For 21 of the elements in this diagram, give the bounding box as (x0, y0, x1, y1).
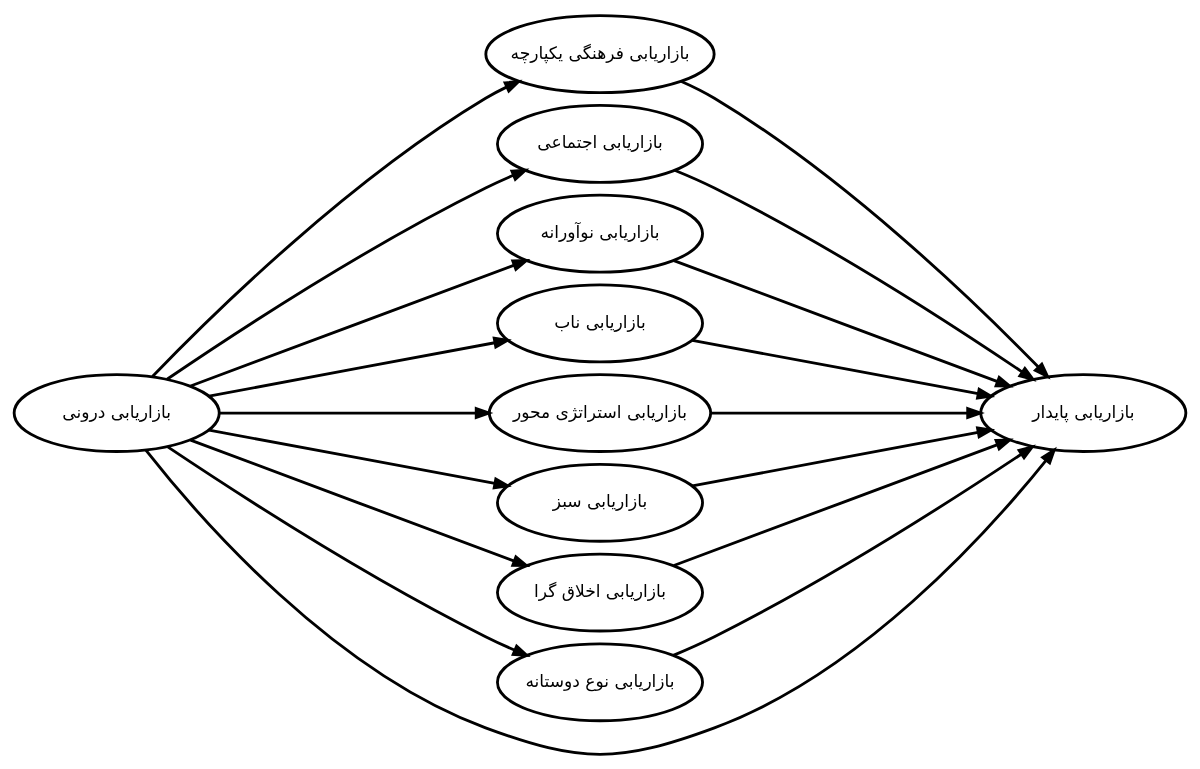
arrow (692, 338, 996, 400)
arrow (166, 168, 530, 380)
arrow (674, 168, 1037, 382)
arrow (208, 428, 512, 490)
arrow (673, 258, 1014, 388)
arrow (208, 336, 512, 397)
arrow (219, 406, 494, 420)
node-ellipse: بازاریابی ناب (496, 282, 704, 363)
arrow (166, 445, 531, 657)
arrow (190, 438, 531, 567)
arrow (692, 425, 996, 487)
node-ellipse: بازاریابی سبز (496, 462, 704, 543)
arrow (672, 444, 1036, 657)
arrow (144, 446, 1057, 756)
arrow (190, 258, 531, 387)
arrow (673, 438, 1014, 567)
node-ellipse: بازاریابی درونی (12, 372, 221, 453)
arrow (680, 79, 1051, 380)
arrow (151, 79, 523, 377)
node-ellipse: بازاریابی استراتژی محور (487, 372, 713, 453)
arrow (711, 406, 985, 420)
